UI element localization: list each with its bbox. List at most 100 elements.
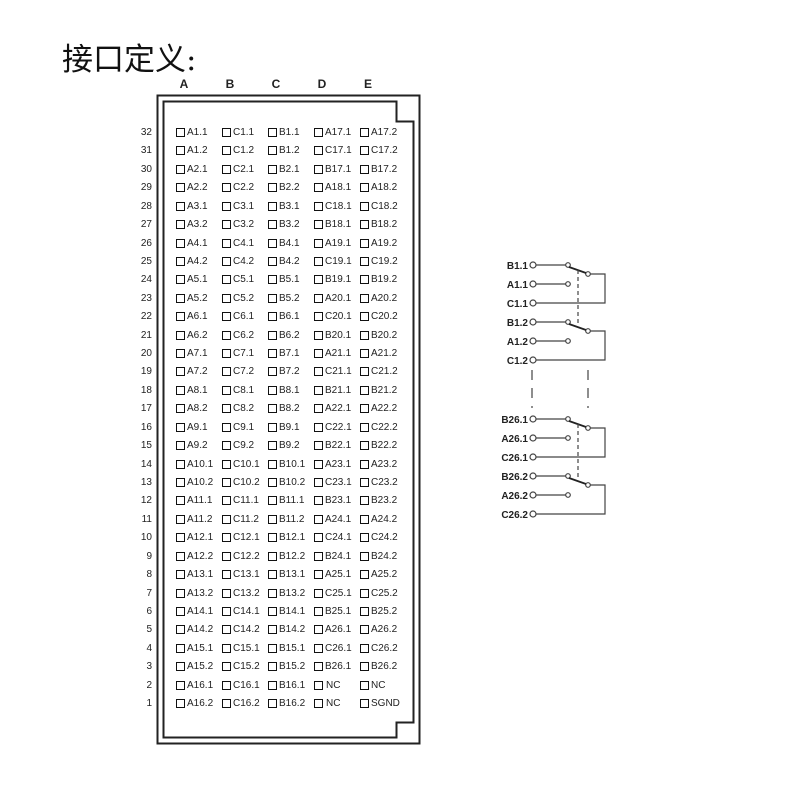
pin-label: B5.2 (279, 292, 300, 304)
pin-square-icon (314, 643, 323, 653)
pin-cell: C22.2 (360, 422, 398, 433)
pin-label: B13.1 (279, 569, 306, 581)
pin-square-icon (268, 551, 277, 561)
pin-label: A20.2 (371, 292, 398, 304)
pin-cell: B16.1 (268, 680, 305, 691)
pin-label: B6.2 (279, 329, 300, 341)
pin-square-icon (360, 275, 369, 285)
pin-label: C4.2 (233, 255, 255, 267)
pin-cell: A5.2 (176, 293, 208, 304)
pin-cell: C15.1 (222, 643, 260, 654)
row-number: 32 (140, 127, 152, 138)
pin-cell: C21.1 (314, 366, 352, 377)
pin-square-icon (314, 588, 323, 598)
pin-label: C6.1 (233, 311, 255, 323)
pin-cell: A26.2 (360, 624, 397, 635)
pin-label: C20.2 (371, 311, 398, 323)
pin-label: B4.1 (279, 237, 300, 249)
pin-square-icon (268, 128, 277, 137)
terminal-label: C26.2 (501, 510, 528, 521)
pin-label: C25.2 (371, 587, 398, 599)
pin-label: A24.2 (371, 513, 398, 525)
terminal-circle (529, 318, 537, 326)
pin-label: B7.1 (279, 348, 300, 360)
contact-no (565, 473, 571, 479)
pin-square-icon (314, 680, 323, 690)
pin-cell: B25.2 (360, 606, 397, 617)
pin-cell: A13.1 (176, 569, 213, 580)
pin-label: A2.1 (187, 163, 208, 175)
pin-label: C26.1 (325, 642, 352, 654)
pin-label: C1.2 (233, 145, 255, 157)
pin-square-icon (222, 404, 231, 414)
contact-nc (565, 435, 571, 441)
pin-square-icon (360, 256, 369, 266)
pin-cell: A3.1 (176, 201, 208, 212)
pin-square-icon (222, 183, 231, 193)
pin-cell: A11.1 (176, 495, 212, 506)
pin-square-icon (222, 220, 231, 230)
pin-square-icon (314, 606, 323, 616)
pin-square-icon (268, 588, 277, 598)
pin-label: C20.1 (325, 311, 352, 323)
connector-inner-outline (162, 100, 415, 739)
pin-label: A1.1 (187, 127, 208, 138)
pin-label: C26.2 (371, 642, 398, 654)
pin-label: A26.1 (325, 624, 352, 636)
pin-label: B16.1 (279, 679, 306, 691)
pin-cell: C13.1 (222, 569, 260, 580)
pin-square-icon (268, 330, 277, 340)
pin-cell: B16.2 (268, 698, 305, 709)
pin-label: C11.2 (233, 513, 259, 525)
pin-square-icon (360, 238, 369, 248)
pin-square-icon (268, 404, 277, 414)
row-number: 28 (140, 200, 152, 212)
pin-label: C12.2 (233, 550, 260, 562)
pin-cell: B11.2 (268, 514, 304, 525)
pin-square-icon (176, 256, 185, 266)
pin-square-icon (360, 570, 369, 580)
pin-label: B11.2 (279, 513, 305, 525)
pin-square-icon (268, 146, 277, 156)
pin-label: B9.2 (279, 440, 300, 452)
pin-label: A23.1 (325, 458, 352, 470)
pin-square-icon (314, 293, 323, 303)
wire (536, 418, 606, 458)
pin-square-icon (314, 349, 323, 359)
pin-label: C9.1 (233, 421, 255, 433)
pin-label: A5.1 (187, 274, 208, 286)
pin-label: A4.1 (187, 237, 208, 249)
pin-square-icon (314, 385, 323, 395)
pin-label: B10.1 (279, 458, 306, 470)
wire (536, 321, 606, 361)
pin-label: B15.1 (279, 642, 306, 654)
pin-label: A15.1 (187, 642, 214, 654)
pin-label: C3.2 (233, 219, 255, 231)
pin-label: B6.1 (279, 311, 300, 323)
pin-label: C10.1 (233, 458, 260, 470)
row-number: 25 (140, 255, 152, 267)
pin-square-icon (176, 588, 185, 598)
pin-label: B20.1 (325, 329, 352, 341)
pin-label: C2.2 (233, 182, 255, 194)
terminal-circle (529, 491, 537, 499)
pin-square-icon (176, 514, 185, 524)
pin-cell: A16.2 (176, 698, 213, 709)
pin-square-icon (222, 625, 231, 635)
relay-schematic: B1.1A1.1C1.1B1.2A1.2C1.2B26.1A26.1C26.1B… (501, 261, 606, 521)
pin-label: C24.1 (325, 532, 352, 544)
pin-cell: C6.2 (222, 330, 254, 341)
pin-cell: NC (360, 680, 385, 691)
pin-square-icon (314, 625, 323, 635)
pin-square-icon (268, 496, 277, 506)
pin-cell: B12.1 (268, 532, 305, 543)
contact-nc (565, 281, 571, 287)
pin-cell: C7.2 (222, 366, 254, 377)
pin-label: B20.2 (371, 329, 398, 341)
pin-square-icon (268, 385, 277, 395)
switch-blade (568, 477, 587, 485)
pin-cell: B1.2 (268, 145, 300, 156)
pin-label: B2.2 (279, 182, 300, 194)
pin-square-icon (268, 662, 277, 672)
column-header-c: C (271, 77, 281, 91)
